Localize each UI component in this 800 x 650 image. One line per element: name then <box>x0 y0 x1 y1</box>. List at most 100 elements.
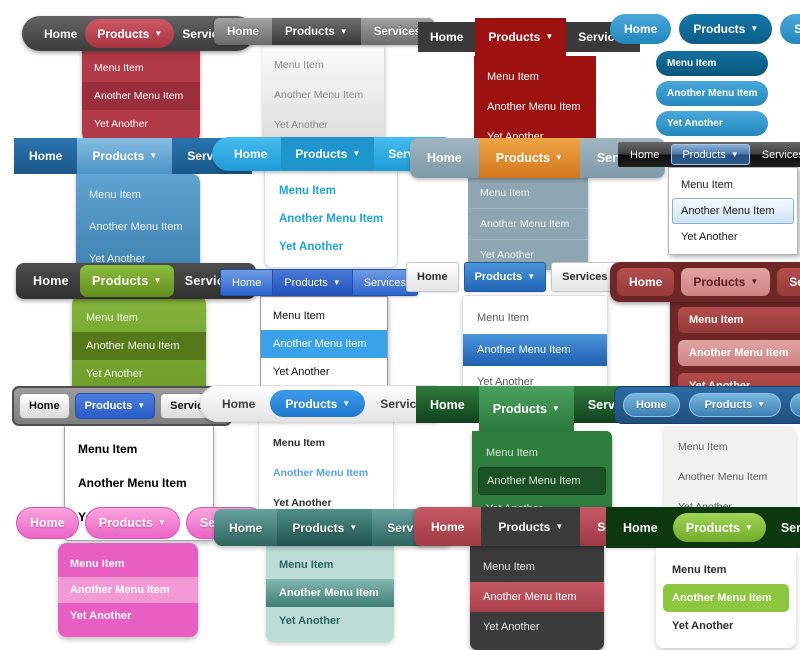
menu-item-2[interactable]: Another Menu Item <box>678 340 800 366</box>
home-link[interactable]: Home <box>222 396 256 411</box>
products-dropdown-toggle[interactable]: Products▼ <box>672 513 766 542</box>
home-link[interactable]: Home <box>29 149 63 163</box>
menu-item-3[interactable]: Yet Another <box>94 118 148 130</box>
products-dropdown-toggle[interactable]: Products▼ <box>688 393 782 417</box>
products-dropdown-toggle[interactable]: Products▼ <box>478 138 580 178</box>
services-link[interactable]: Services <box>551 262 619 292</box>
home-link[interactable]: Home <box>430 397 465 412</box>
home-link[interactable]: Home <box>16 507 79 539</box>
services-link[interactable]: Services <box>790 393 800 417</box>
menu-item-1[interactable]: Menu Item <box>678 307 800 333</box>
products-dropdown-toggle[interactable]: Products▼ <box>481 507 581 546</box>
menu-item-2[interactable]: Another Menu Item <box>82 82 200 110</box>
menu-item-1[interactable]: Menu Item <box>477 312 529 324</box>
menu-item-3[interactable]: Yet Another <box>273 366 330 378</box>
menu-item-1[interactable]: Menu Item <box>468 178 588 209</box>
home-link[interactable]: Home <box>430 30 464 44</box>
menu-item-2[interactable]: Another Menu Item <box>261 330 387 358</box>
products-dropdown-toggle[interactable]: Products▼ <box>475 18 567 56</box>
home-link[interactable]: Home <box>617 268 675 296</box>
menu-item-1[interactable]: Menu Item <box>483 561 535 573</box>
menu-item-1[interactable]: Menu Item <box>273 310 325 322</box>
menu-item-3[interactable]: Yet Another <box>86 368 143 380</box>
menu-item-1[interactable]: Menu Item <box>274 59 324 71</box>
menu-item-2[interactable]: Another Menu Item <box>678 471 768 483</box>
menu-item-2[interactable]: Another Menu Item <box>656 81 768 106</box>
menu-item-3[interactable]: Yet Another <box>672 620 734 632</box>
menu-item-3[interactable]: Yet Another <box>480 249 534 261</box>
products-dropdown-toggle[interactable]: Products▼ <box>277 509 373 546</box>
menu-item-3[interactable]: Yet Another <box>274 119 328 131</box>
menu-item-2[interactable]: Another Menu Item <box>266 579 394 607</box>
products-dropdown-toggle[interactable]: Products▼ <box>84 507 180 539</box>
menu-item-1[interactable]: Menu Item <box>487 71 539 83</box>
services-link[interactable]: Services <box>761 148 800 161</box>
menu-item-3[interactable]: Yet Another <box>681 231 738 243</box>
services-link[interactable]: Services <box>363 276 406 289</box>
products-dropdown-toggle[interactable]: Products▼ <box>679 14 773 44</box>
menu-item-2[interactable]: Another Menu Item <box>89 221 183 233</box>
home-link[interactable]: Home <box>406 262 459 292</box>
services-link[interactable]: Services <box>373 25 422 38</box>
home-link[interactable]: Home <box>623 520 658 535</box>
home-link[interactable]: Home <box>19 393 70 419</box>
menu-item-3[interactable]: Yet Another <box>273 497 332 509</box>
home-link[interactable]: Home <box>232 276 262 289</box>
menu-item-1[interactable]: Menu Item <box>94 62 144 74</box>
services-link[interactable]: Services <box>780 14 800 44</box>
menu-item-1[interactable]: Menu Item <box>279 559 334 571</box>
menu-item-2[interactable]: Another Menu Item <box>78 476 187 490</box>
home-link[interactable]: Home <box>33 274 69 288</box>
menu-item-1[interactable]: Menu Item <box>672 564 727 576</box>
services-link[interactable]: Services <box>777 268 800 296</box>
menu-item-2[interactable]: Another Menu Item <box>468 209 588 240</box>
menu-item-2[interactable]: Another Menu Item <box>463 334 607 366</box>
menu-item-1[interactable]: Menu Item <box>279 185 336 197</box>
menu-item-3[interactable]: Yet Another <box>89 253 146 265</box>
products-dropdown-toggle[interactable]: Products▼ <box>271 18 361 45</box>
home-link[interactable]: Home <box>431 519 465 534</box>
menu-item-1[interactable]: Menu Item <box>78 442 138 456</box>
menu-item-2[interactable]: Another Menu Item <box>487 101 581 113</box>
products-dropdown-toggle[interactable]: Products▼ <box>281 137 375 171</box>
home-link[interactable]: Home <box>623 393 680 417</box>
home-link[interactable]: Home <box>427 151 462 165</box>
products-dropdown-toggle[interactable]: Products▼ <box>79 265 174 297</box>
products-dropdown-toggle[interactable]: Products▼ <box>270 390 366 417</box>
services-link[interactable]: Services <box>780 520 800 535</box>
menu-item-3[interactable]: Yet Another <box>279 241 344 253</box>
menu-item-2[interactable]: Another Menu Item <box>672 198 794 224</box>
products-dropdown-toggle[interactable]: Products▼ <box>272 270 353 295</box>
home-link[interactable]: Home <box>610 14 672 44</box>
menu-item-1[interactable]: Menu Item <box>486 447 538 459</box>
home-link[interactable]: Home <box>229 520 263 535</box>
home-link[interactable]: Home <box>234 147 268 161</box>
menu-item-2[interactable]: Another Menu Item <box>273 467 369 479</box>
menu-item-2[interactable]: Another Menu Item <box>72 332 206 360</box>
menu-item-1[interactable]: Menu Item <box>70 558 125 570</box>
menu-item-1[interactable]: Menu Item <box>273 437 325 449</box>
menu-item-1[interactable]: Menu Item <box>656 51 768 76</box>
menu-item-2[interactable]: Another Menu Item <box>279 213 384 225</box>
menu-item-3[interactable]: Yet Another <box>70 610 132 622</box>
products-dropdown-toggle[interactable]: Products▼ <box>85 19 175 48</box>
home-link[interactable]: Home <box>227 25 259 38</box>
menu-item-3[interactable]: Yet Another <box>656 111 768 136</box>
home-link[interactable]: Home <box>630 148 660 161</box>
products-dropdown-toggle[interactable]: Products▼ <box>671 144 750 165</box>
products-dropdown-toggle[interactable]: Products▼ <box>681 268 771 296</box>
menu-item-3[interactable]: Yet Another <box>483 621 540 633</box>
menu-item-1[interactable]: Menu Item <box>89 189 141 201</box>
menu-item-2[interactable]: Another Menu Item <box>274 89 364 101</box>
menu-item-2[interactable]: Another Menu Item <box>58 577 198 603</box>
menu-item-2[interactable]: Another Menu Item <box>470 582 604 612</box>
menu-item-1[interactable]: Menu Item <box>681 179 733 191</box>
menu-item-1[interactable]: Menu Item <box>86 312 138 324</box>
menu-item-2[interactable]: Another Menu Item <box>663 584 789 612</box>
products-dropdown-toggle[interactable]: Products▼ <box>478 386 574 431</box>
home-link[interactable]: Home <box>44 26 78 41</box>
menu-item-1[interactable]: Menu Item <box>678 441 728 453</box>
menu-item-3[interactable]: Yet Another <box>477 376 534 388</box>
products-dropdown-toggle[interactable]: Products▼ <box>463 262 547 292</box>
menu-item-2[interactable]: Another Menu Item <box>478 467 606 495</box>
